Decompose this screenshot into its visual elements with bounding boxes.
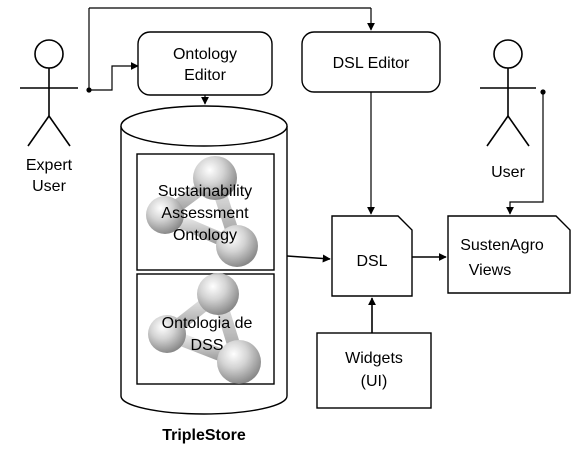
user-to-views-connector — [506, 89, 546, 215]
dss-ontology-box: Ontologia de DSS — [136, 273, 275, 385]
dss-ontology-line2: DSS — [191, 337, 224, 354]
triplestore-to-dsl-arrow — [286, 254, 331, 263]
dsl-label: DSL — [356, 253, 387, 270]
widgets-box: Widgets (UI) — [316, 332, 432, 409]
expert-user-connectors — [86, 7, 375, 93]
user-label: User — [491, 164, 525, 181]
sustenagro-views-box: SustenAgro Views — [447, 215, 571, 294]
expert-user-stick-figure-icon — [20, 39, 78, 147]
user-stick-figure-icon — [480, 39, 536, 147]
dsl-document-box: DSL — [331, 215, 413, 297]
molecule-icon — [148, 273, 261, 384]
ontology-editor-line2: Editor — [184, 67, 226, 84]
sustainability-ontology-line3: Ontology — [173, 227, 237, 244]
sustainability-ontology-line1: Sustainability — [158, 183, 252, 200]
dss-ontology-line1: Ontologia de — [162, 315, 253, 332]
molecule-icon — [146, 156, 258, 267]
views-line1: SustenAgro — [460, 237, 544, 254]
ontology-editor-line1: Ontology — [173, 46, 237, 63]
dsl-editor-label: DSL Editor — [333, 55, 410, 72]
ontology-editor-box: Ontology Editor — [137, 31, 273, 96]
widgets-line1: Widgets — [345, 350, 403, 367]
sustainability-ontology-box: Sustainability Assessment Ontology — [136, 153, 275, 271]
expert-user-label-line2: User — [32, 178, 66, 195]
dsl-editor-box: DSL Editor — [301, 31, 441, 93]
widgets-line2: (UI) — [361, 373, 388, 390]
sustainability-ontology-line2: Assessment — [161, 205, 249, 222]
triplestore-label: TripleStore — [162, 427, 246, 444]
user-actor: User — [480, 39, 536, 181]
views-line2: Views — [469, 262, 511, 279]
expert-user-label-line1: Expert — [26, 157, 73, 174]
expert-user-actor: Expert User — [20, 39, 78, 195]
